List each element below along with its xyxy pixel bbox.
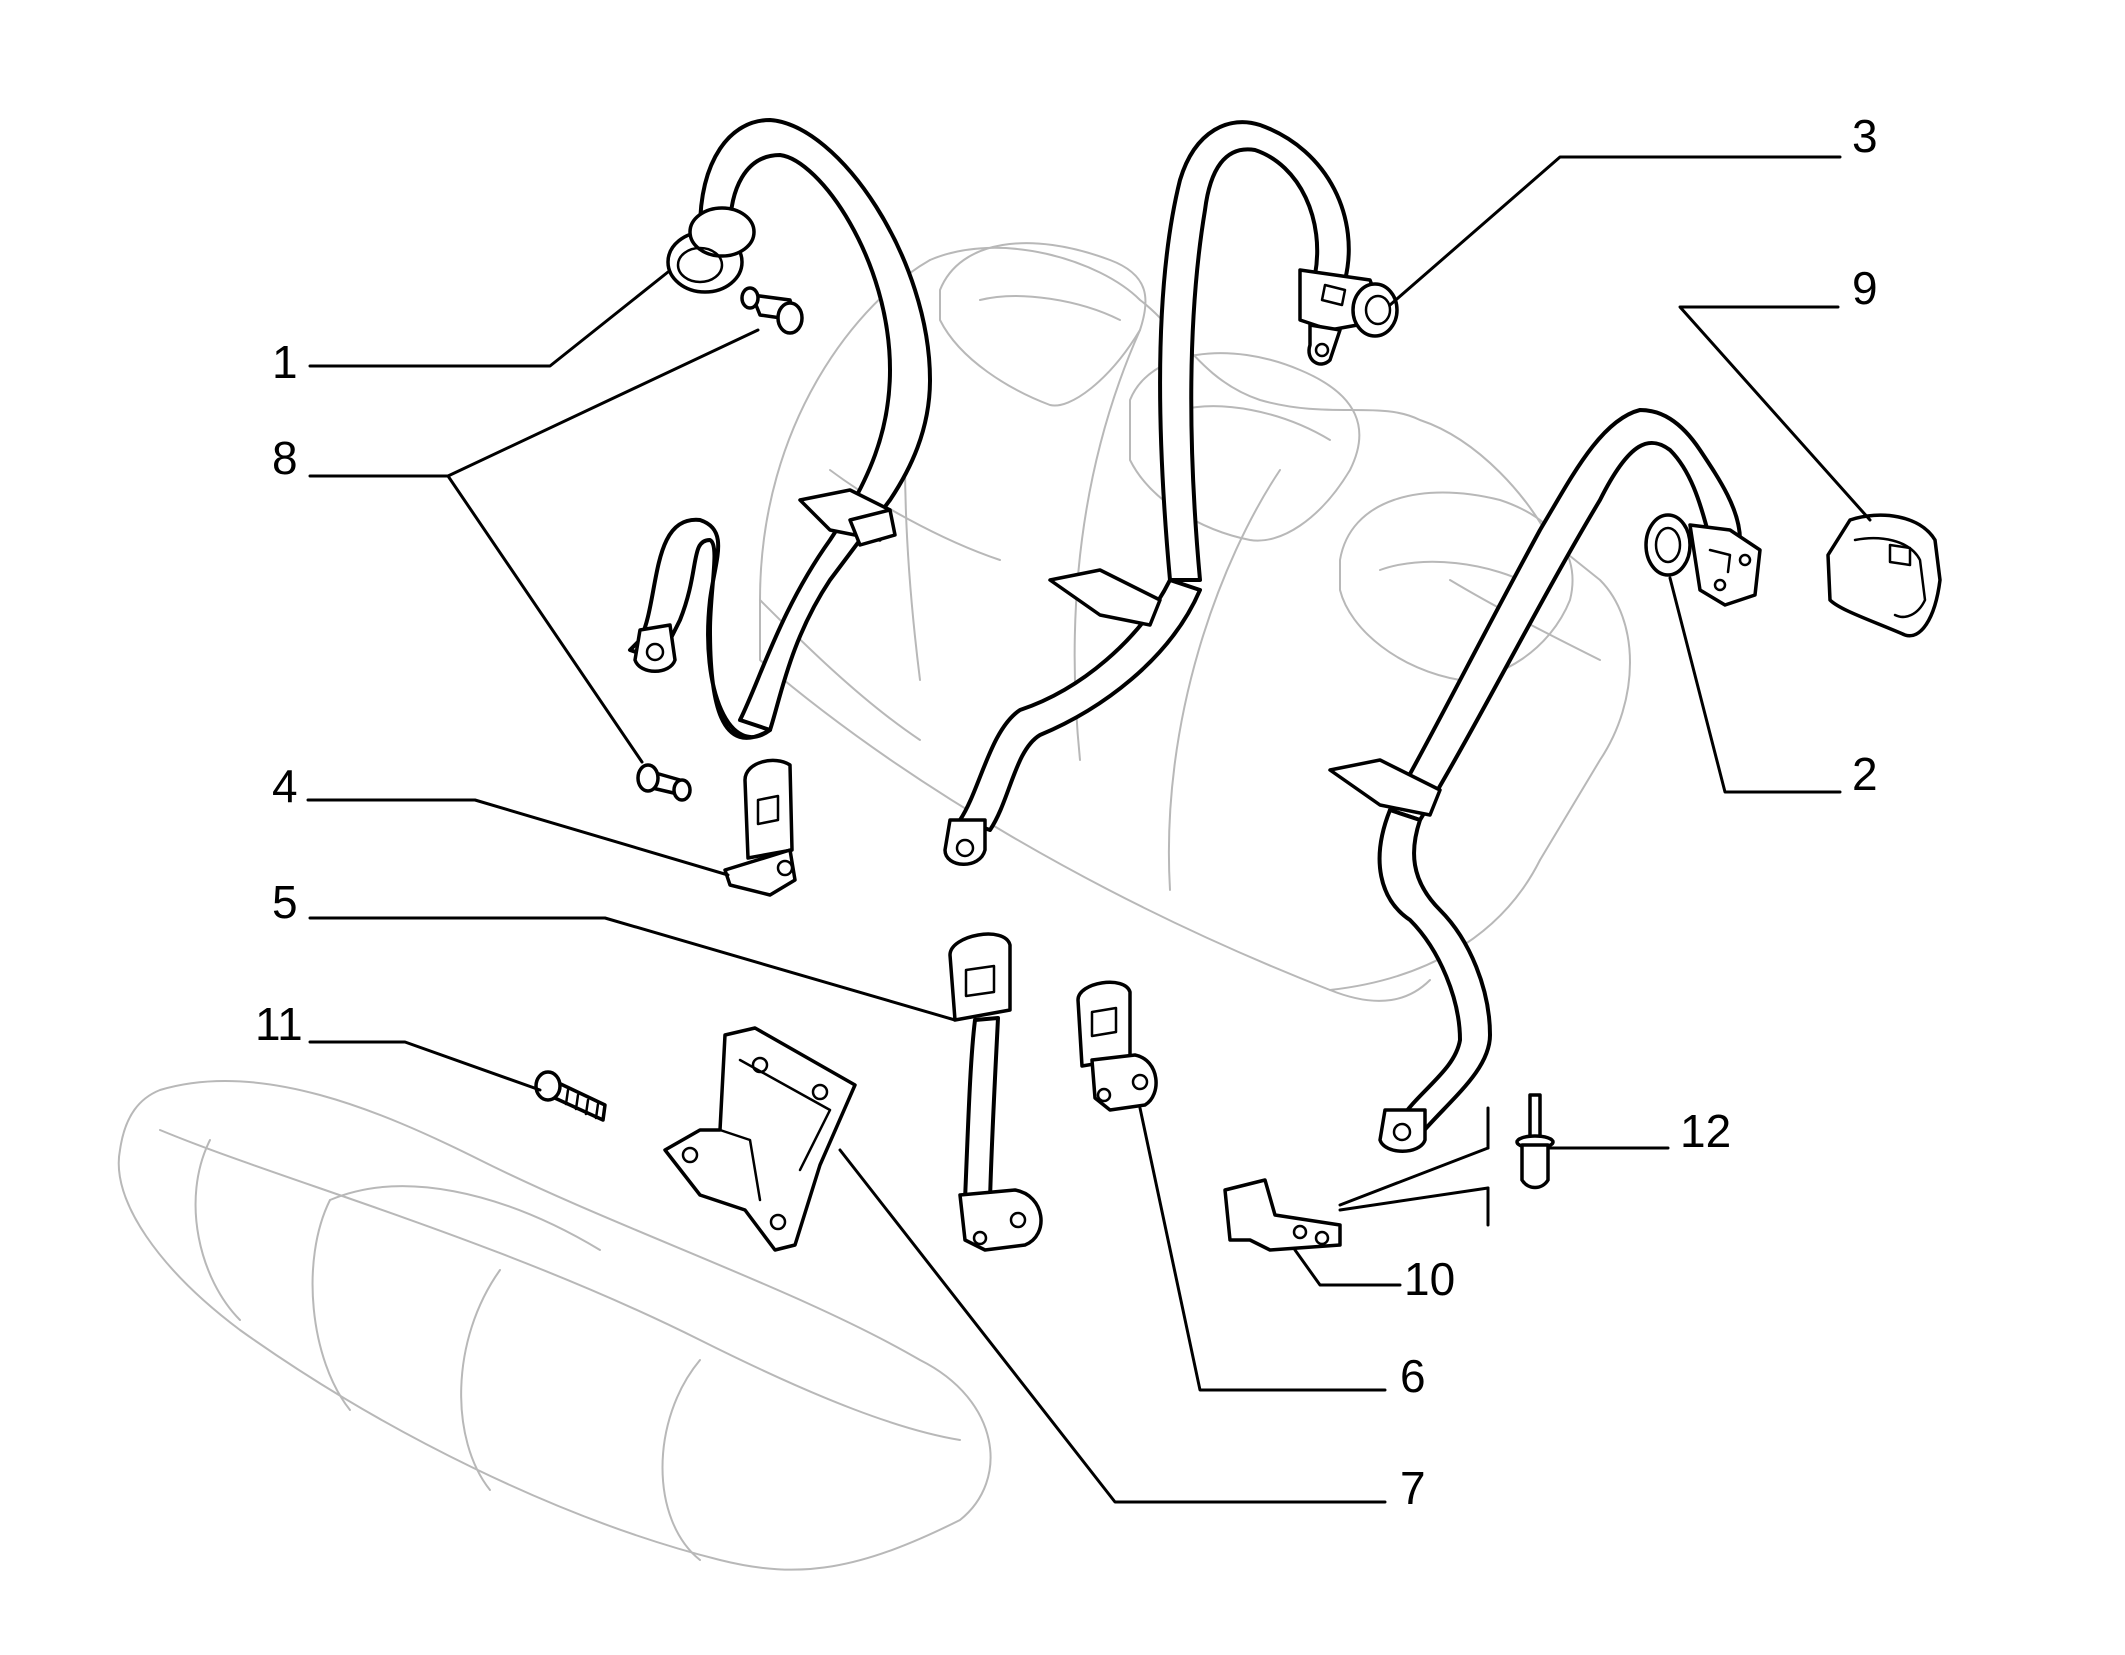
mounting-bracket-7 — [663, 1026, 857, 1252]
leader-3 — [1388, 155, 1842, 307]
callout-6: 6 — [1400, 1350, 1426, 1402]
buckle-strap-5 — [948, 932, 1043, 1252]
callout-11: 11 — [255, 998, 303, 1050]
callout-12: 12 — [1680, 1105, 1731, 1157]
callout-8: 8 — [272, 432, 298, 484]
leader-10b — [1338, 1186, 1490, 1212]
right-seat-belt — [1328, 408, 1762, 1153]
rivet-12 — [1515, 1093, 1555, 1190]
callout-2: 2 — [1852, 748, 1878, 800]
leader-10a — [1338, 1146, 1490, 1207]
bolts — [636, 286, 804, 802]
callout-4: 4 — [272, 760, 298, 812]
middle-seat-belt — [943, 120, 1399, 866]
bracket-10 — [1223, 1178, 1342, 1252]
seat-cushion — [117, 1079, 992, 1571]
leader-8a — [308, 328, 760, 478]
leader-6 — [1138, 1106, 1387, 1392]
cover-cap-9 — [1826, 513, 1942, 638]
callout-9: 9 — [1852, 262, 1878, 314]
buckle-6 — [1076, 980, 1158, 1112]
buckle-4 — [723, 758, 797, 897]
leader-8b — [446, 474, 644, 764]
leader-2 — [1668, 576, 1842, 794]
left-seat-belt — [628, 118, 932, 740]
callout-1: 1 — [272, 336, 298, 388]
leader-4 — [306, 798, 730, 877]
leader-10 — [1293, 1248, 1402, 1287]
bolt-11 — [534, 1070, 607, 1122]
callout-labels: 1 2 3 4 5 6 7 8 9 10 11 12 — [255, 110, 1878, 1514]
leader-11 — [308, 1040, 542, 1092]
leader-7 — [838, 1148, 1387, 1504]
leader-9 — [1678, 305, 1872, 522]
leader-lines — [306, 155, 1872, 1504]
callout-10: 10 — [1404, 1253, 1455, 1305]
callout-5: 5 — [272, 876, 298, 928]
leader-5 — [308, 916, 957, 1022]
leader-1 — [308, 270, 670, 368]
callout-3: 3 — [1852, 110, 1878, 162]
callout-7: 7 — [1400, 1462, 1426, 1514]
